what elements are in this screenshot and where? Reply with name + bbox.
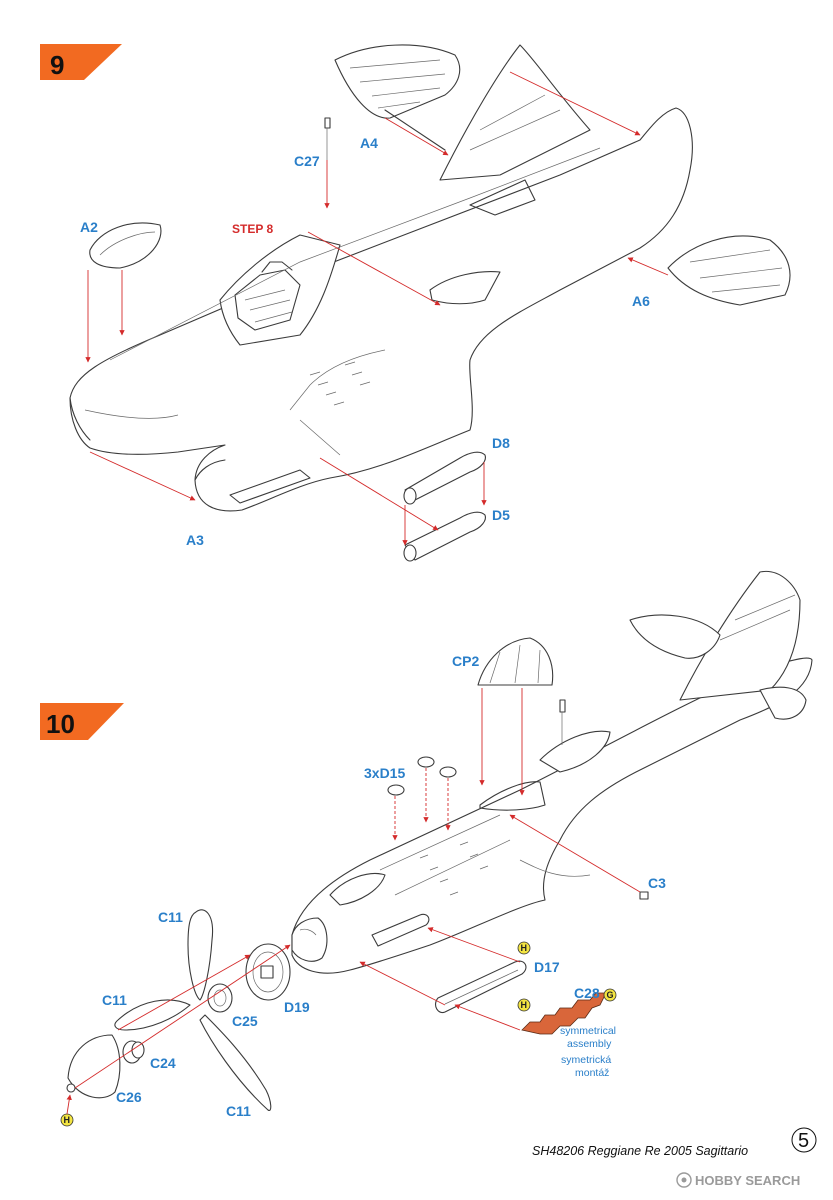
footer-title: SH48206 Reggiane Re 2005 Sagittario [532,1144,748,1158]
svg-text:HOBBY SEARCH: HOBBY SEARCH [695,1173,800,1188]
part-d15-panels [387,756,457,796]
svg-text:H: H [64,1115,71,1125]
step-9-arrows [85,71,669,546]
part-a4-stabilizer [334,44,461,151]
part-a2-canopy [89,222,162,269]
label-a4: A4 [360,135,378,151]
part-c24-hub [122,1040,145,1064]
label-c3: C3 [648,875,666,891]
label-a3: A3 [186,532,204,548]
part-d19-backplate [245,943,291,1001]
part-d8 [403,451,486,505]
label-c11-bottom: C11 [226,1103,251,1119]
svg-text:G: G [607,990,614,1000]
svg-text:H: H [521,1000,528,1010]
paint-badge-h-d17: H [517,941,531,955]
label-d5: D5 [492,507,510,523]
step-9-badge: 9 [40,44,122,80]
label-d17: D17 [534,959,560,975]
label-a2: A2 [80,219,98,235]
step-10-fuselage [291,570,813,974]
label-c27: C27 [294,153,320,169]
svg-text:montáž: montáž [575,1067,609,1079]
label-c11-top: C11 [158,909,183,925]
part-cp2-canopy [477,637,554,686]
paint-badge-g-c28: G [603,988,617,1002]
svg-text:symetrická: symetrická [561,1054,611,1066]
label-c25: C25 [232,1013,258,1029]
page-number: 5 [791,1127,817,1153]
label-c11-left: C11 [102,992,127,1008]
step-10-number: 10 [46,709,75,739]
part-a6-stabilizer [667,235,791,306]
label-d19: D19 [284,999,310,1015]
part-c3 [639,891,649,900]
part-d17-exhaust [435,960,527,1014]
label-c24: C24 [150,1055,176,1071]
label-a6: A6 [632,293,650,309]
part-mast [559,699,566,745]
label-c26: C26 [116,1089,142,1105]
step-8-reference: STEP 8 [232,222,273,236]
paint-badge-h-c28: H [517,998,531,1012]
step-9-tail [439,44,591,181]
label-cp2: CP2 [452,653,479,669]
step-10-badge: 10 [40,703,124,740]
label-d15: 3xD15 [364,765,405,781]
part-c25-ring [207,983,233,1013]
svg-text:symmetrical: symmetrical [560,1025,616,1037]
label-d8: D8 [492,435,510,451]
label-c28: C28 [574,985,600,1001]
symmetrical-note: symmetrical assembly symetrická montáž [560,1025,616,1079]
part-c26-spinner [66,1034,121,1099]
part-c27-antenna [324,117,331,160]
watermark-logo: HOBBY SEARCH [676,1172,800,1188]
step-9-number: 9 [50,50,64,80]
step-10-arrows [66,688,641,1115]
svg-text:5: 5 [798,1130,809,1152]
part-d5 [403,511,486,562]
paint-badge-h-c26: H [60,1113,74,1127]
step-9-fuselage [69,107,693,512]
svg-text:assembly: assembly [567,1038,612,1050]
part-c11-blades [114,909,272,1112]
svg-text:H: H [521,943,528,953]
part-c28-stacks [521,992,607,1035]
